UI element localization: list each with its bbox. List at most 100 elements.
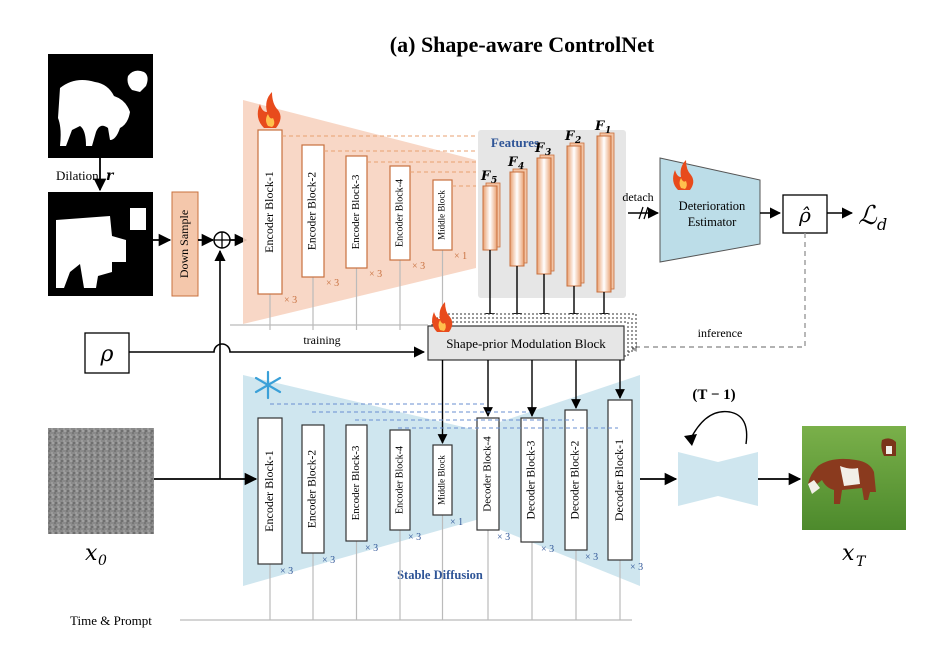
dilation-label: Dilation	[56, 168, 99, 183]
inference-path	[627, 233, 806, 352]
sd-block-multiplier: × 3	[408, 532, 421, 543]
xT-subscript: T	[856, 554, 867, 570]
detach-mark	[638, 206, 644, 220]
training-path	[129, 343, 426, 358]
rho-hat-symbol: ρ̂	[798, 203, 811, 227]
dilation-symbol: r	[106, 168, 115, 184]
sd-block	[476, 417, 500, 531]
control-encoder-blocks: Encoder Block-1 × 3 Encoder Block-2 × 3 Enco…	[257, 129, 476, 330]
control-block-multiplier: × 3	[326, 278, 339, 289]
sd-block-label: Encoder Block-1	[262, 450, 276, 532]
flame-icon	[257, 92, 281, 128]
rho-box	[84, 332, 130, 374]
inference-label: inference	[698, 326, 743, 340]
rho-symbol: ρ	[100, 342, 114, 367]
loss-subscript: d	[877, 215, 887, 234]
down-sample-block	[171, 191, 199, 297]
stable-diffusion-blocks: Encoder Block-1 × 3 Encoder Block-2 × 3 Enco…	[257, 360, 643, 620]
sum-node	[213, 231, 231, 249]
time-prompt-label: Time & Prompt	[70, 613, 152, 628]
control-block-multiplier: × 1	[454, 251, 467, 262]
feature-bar	[596, 135, 612, 293]
xT-symbol: x	[842, 541, 855, 566]
control-encoder-block	[345, 155, 368, 269]
sd-block	[257, 417, 283, 565]
sd-block-multiplier: × 3	[541, 544, 554, 555]
down-sample-label: Down Sample	[177, 210, 191, 278]
feature-name: F	[564, 129, 575, 144]
sd-block-label: Encoder Block-3	[350, 445, 362, 520]
control-block-multiplier: × 3	[369, 269, 382, 280]
feature-bar	[566, 145, 582, 287]
diagram-title: (a) Shape-aware ControlNet	[390, 32, 655, 57]
feature-subscript: 3	[545, 148, 551, 158]
feature-name: F	[534, 141, 545, 156]
sd-block	[432, 444, 453, 516]
sd-block	[389, 429, 411, 531]
sd-block	[564, 409, 588, 551]
control-block-multiplier: × 3	[284, 295, 297, 306]
feature-bar	[536, 157, 552, 275]
sd-block	[301, 424, 325, 554]
sd-block-multiplier: × 3	[322, 555, 335, 566]
sd-block-multiplier: × 3	[280, 566, 293, 577]
control-encoder-block-label: Encoder Block-2	[307, 172, 319, 250]
modulation-block	[427, 325, 625, 361]
control-encoder-block	[389, 165, 411, 261]
mini-unet-left	[678, 452, 718, 506]
control-encoder-block-label: Encoder Block-1	[262, 171, 276, 253]
control-encoder-block	[257, 129, 283, 295]
sd-block-label: Middle Block	[437, 455, 447, 505]
control-encoder-block	[301, 144, 325, 278]
detach-label: detach	[622, 190, 653, 204]
feature-subscript: 4	[518, 162, 524, 172]
detach-mark	[643, 206, 649, 220]
sd-block-label: Decoder Block-3	[526, 440, 538, 519]
flame-icon	[673, 160, 694, 190]
feature-subscript: 1	[605, 126, 611, 136]
estimator-line2: Estimator	[688, 215, 737, 229]
feature-name: F	[594, 119, 605, 134]
loop-arrow	[689, 410, 748, 445]
flame-icon	[432, 302, 453, 332]
sd-block	[345, 424, 368, 542]
feature-bar	[482, 185, 498, 251]
sd-block-label: Decoder Block-4	[482, 436, 494, 512]
noise-image	[48, 428, 154, 534]
dilated-mask-image	[48, 192, 153, 296]
rho-hat-box	[782, 194, 828, 234]
sd-block	[520, 417, 544, 543]
feature-subscript: 2	[574, 136, 581, 146]
output-cow-image	[802, 426, 906, 530]
modulation-block-label: Shape-prior Modulation Block	[446, 336, 606, 351]
training-label: training	[303, 333, 340, 347]
sd-block-multiplier: × 3	[365, 543, 378, 554]
mini-unet-right	[718, 452, 758, 506]
estimator-line1: Deterioration	[679, 199, 746, 213]
control-encoder-block-label: Middle Block	[437, 190, 447, 240]
sd-block-label: Encoder Block-2	[307, 450, 319, 528]
sd-block-label: Decoder Block-1	[612, 439, 626, 521]
sd-block-multiplier: × 3	[630, 562, 643, 573]
control-encoder-block-label: Encoder Block-3	[350, 174, 362, 249]
sd-block-label: Decoder Block-2	[570, 440, 582, 519]
feature-subscript: 5	[491, 176, 497, 186]
feature-name: F	[507, 155, 518, 170]
control-encoder-block	[432, 179, 453, 251]
features-label: Features	[491, 135, 539, 150]
sd-block-multiplier: × 3	[585, 552, 598, 563]
sd-block-label: Encoder Block-4	[394, 446, 405, 514]
sd-block	[607, 399, 633, 561]
feature-bar	[509, 171, 525, 267]
stable-diffusion-label: Stable Diffusion	[397, 568, 483, 582]
sd-block-multiplier: × 3	[497, 532, 510, 543]
loss-symbol: ℒ	[858, 201, 878, 231]
x0-subscript: 0	[98, 553, 107, 569]
control-encoder-block-label: Encoder Block-4	[394, 179, 405, 247]
snowflake-icon	[254, 370, 282, 400]
loop-label: (T − 1)	[692, 387, 735, 403]
control-block-multiplier: × 3	[412, 261, 425, 272]
